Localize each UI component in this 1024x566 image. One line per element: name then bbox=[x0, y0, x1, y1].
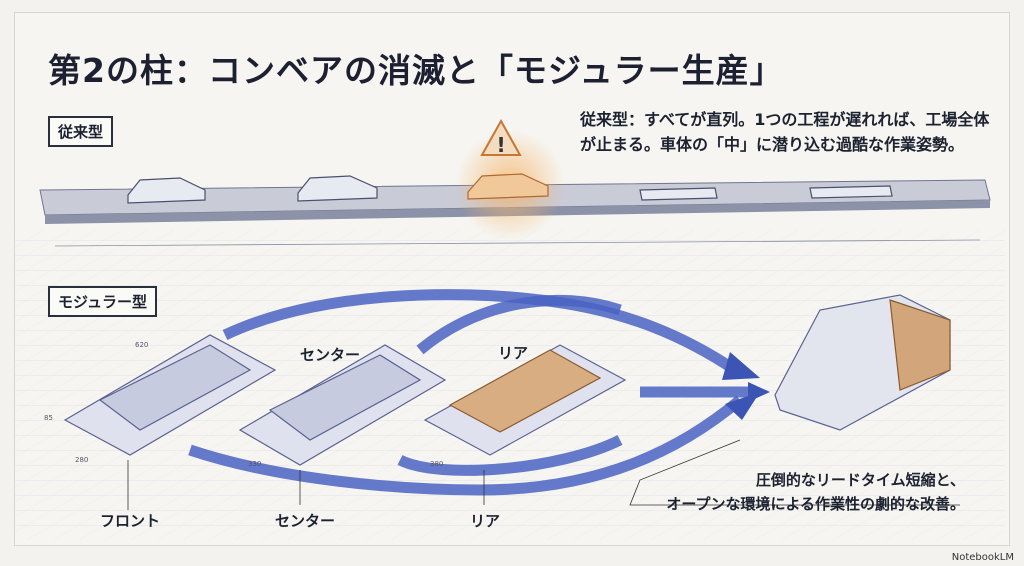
chassis-1 bbox=[639, 187, 718, 201]
car-rear-section bbox=[889, 299, 951, 391]
bottom-label-center: センター bbox=[275, 512, 336, 530]
label-leaders bbox=[127, 439, 960, 510]
legacy-description-line1: 従来型：すべてが直列。1つの工程が遅れれば、工場全体 bbox=[580, 110, 990, 129]
car-3-delayed bbox=[467, 173, 549, 200]
dimension-height: 85 bbox=[44, 414, 53, 422]
car-2 bbox=[297, 175, 378, 202]
legacy-description: 従来型：すべてが直列。1つの工程が遅れれば、工場全体 が止まる。車体の「中」に潜… bbox=[580, 107, 989, 157]
dimension-front-width: 280 bbox=[75, 456, 89, 464]
page-title: 第2の柱：コンベアの消滅と「モジュラー生産」 bbox=[48, 51, 784, 90]
cars-on-conveyor bbox=[127, 173, 893, 204]
bottom-label-front: フロント bbox=[100, 512, 161, 530]
modules bbox=[63, 294, 951, 466]
dimension-rear-width: 380 bbox=[430, 460, 444, 468]
chassis-2 bbox=[809, 185, 893, 199]
module-label-center: センター bbox=[300, 346, 361, 364]
modular-summary-line1: 圧倒的なリードタイム短縮と、 bbox=[755, 471, 965, 489]
flow-arrows bbox=[188, 289, 750, 496]
legacy-tag: 従来型 bbox=[48, 116, 114, 147]
front-module bbox=[98, 344, 252, 431]
module-label-rear: リア bbox=[498, 344, 529, 362]
car-1 bbox=[127, 177, 206, 204]
dimension-length: 620 bbox=[135, 341, 149, 349]
rear-module bbox=[448, 349, 602, 433]
arrow-heads bbox=[722, 352, 770, 420]
legacy-description-line2: が止まる。車体の「中」に潜り込む過酷な作業姿勢。 bbox=[580, 135, 965, 154]
center-module bbox=[268, 354, 422, 441]
warning-triangle-icon: ! bbox=[480, 118, 522, 157]
notebooklm-logo: NotebookLM bbox=[951, 552, 1014, 563]
modular-summary-line2: オープンな環境による作業性の劇的な改善。 bbox=[666, 495, 965, 513]
svg-text:!: ! bbox=[496, 133, 505, 157]
modular-summary: 圧倒的なリードタイム短縮と、 オープンな環境による作業性の劇的な改善。 bbox=[640, 468, 965, 516]
bottom-label-rear: リア bbox=[470, 512, 501, 530]
dimension-center-width: 330 bbox=[248, 460, 262, 468]
modular-tag: モジュラー型 bbox=[48, 286, 157, 317]
